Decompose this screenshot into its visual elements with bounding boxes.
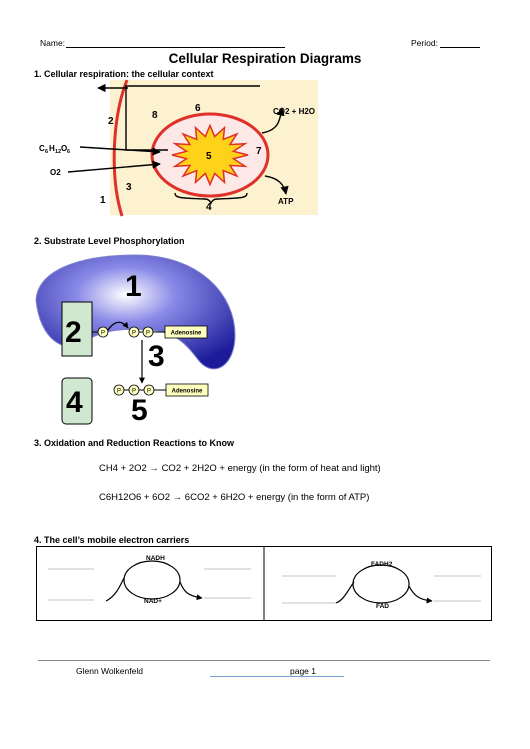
label-atp: ATP bbox=[278, 197, 294, 206]
adenosine-label: Adenosine bbox=[171, 331, 202, 337]
label-glucose-sub2: 12 bbox=[55, 149, 61, 155]
transfer-arrow bbox=[107, 321, 129, 331]
number-3: 3 bbox=[126, 182, 132, 193]
label-glucose-o: O bbox=[61, 144, 67, 153]
name-label: Name: bbox=[40, 38, 66, 48]
arrow-glucose bbox=[79, 146, 161, 156]
label-glucose-h: H bbox=[49, 144, 55, 153]
phosphate-label: P bbox=[132, 389, 136, 395]
brace-4 bbox=[174, 192, 248, 205]
arrow-oxygen bbox=[67, 160, 161, 173]
number-4: 4 bbox=[66, 386, 83, 419]
nadh-label: NADH bbox=[146, 555, 165, 562]
number-7: 7 bbox=[256, 146, 262, 157]
footer-divider bbox=[38, 660, 490, 661]
phosphate-label: P bbox=[117, 389, 121, 395]
phosphate-1 bbox=[97, 326, 109, 338]
section4-heading: 4. The cell’s mobile electron carriers bbox=[34, 535, 190, 545]
page-title: Cellular Respiration Diagrams bbox=[168, 51, 362, 66]
number-5: 5 bbox=[131, 394, 148, 427]
phosphate-label: P bbox=[147, 389, 151, 395]
footer-underline bbox=[210, 676, 344, 677]
number-8: 8 bbox=[152, 110, 158, 121]
label-oxygen: O2 bbox=[50, 168, 61, 177]
label-glucose-sub3: 6 bbox=[67, 149, 70, 155]
number-2: 2 bbox=[65, 316, 82, 349]
label-glucose-c: C bbox=[39, 144, 45, 153]
mitochondrial-matrix bbox=[171, 123, 249, 187]
number-3: 3 bbox=[148, 340, 165, 373]
arrow-products bbox=[125, 85, 260, 151]
number-1: 1 bbox=[125, 270, 142, 303]
fadh2-label: FADH2 bbox=[371, 561, 393, 568]
footer-author: Glenn Wolkenfeld bbox=[76, 666, 143, 676]
fadh2-cycle bbox=[352, 564, 410, 604]
nadh-cycle bbox=[123, 560, 181, 600]
number-4: 4 bbox=[206, 202, 212, 213]
label-products: CO2 + H2O bbox=[273, 107, 315, 116]
arrow-to-co2 bbox=[261, 107, 285, 134]
electron-carriers-table: NADH NAD+ FADH2 FAD bbox=[36, 546, 492, 621]
cellular-context-diagram: C 6 H 12 O 6 O2 CO2 + H2O ATP 1 2 3 4 5 … bbox=[39, 79, 318, 217]
equation-glucose: C6H12O6 + 6O2 → 6CO2 + 6H2O + energy (in… bbox=[99, 492, 370, 503]
number-1: 1 bbox=[100, 195, 106, 206]
adenosine-box-2 bbox=[165, 383, 209, 397]
equation-methane: CH4 + 2O2 → CO2 + 2H2O + energy (in the … bbox=[99, 463, 381, 474]
adenosine-label: Adenosine bbox=[172, 389, 203, 395]
adenosine-box-1 bbox=[164, 325, 208, 339]
arrow-to-atp bbox=[264, 175, 289, 195]
number-6: 6 bbox=[195, 103, 201, 114]
substrate-phosphorylation-diagram: P P P P P P Adenosine Adenosine 1 2 3 4 … bbox=[35, 254, 236, 427]
substrate-box-2 bbox=[61, 301, 93, 357]
period-label: Period: bbox=[411, 38, 438, 48]
phosphate-label: P bbox=[101, 331, 105, 337]
box-4 bbox=[61, 377, 93, 425]
cell-membrane bbox=[112, 79, 129, 217]
label-glucose-sub1: 6 bbox=[45, 149, 48, 155]
fad-label: FAD bbox=[376, 603, 389, 610]
number-5: 5 bbox=[206, 151, 212, 162]
phosphate-label: P bbox=[132, 331, 136, 337]
footer-page: page 1 bbox=[290, 666, 316, 676]
number-2: 2 bbox=[108, 116, 114, 127]
phosphate-label: P bbox=[146, 331, 150, 337]
name-field[interactable] bbox=[66, 47, 285, 48]
nad-label: NAD+ bbox=[144, 598, 162, 605]
section2-heading: 2. Substrate Level Phosphorylation bbox=[34, 236, 185, 246]
section3-heading: 3. Oxidation and Reduction Reactions to … bbox=[34, 438, 235, 448]
period-field[interactable] bbox=[440, 47, 480, 48]
section1-heading: 1. Cellular respiration: the cellular co… bbox=[34, 69, 214, 79]
